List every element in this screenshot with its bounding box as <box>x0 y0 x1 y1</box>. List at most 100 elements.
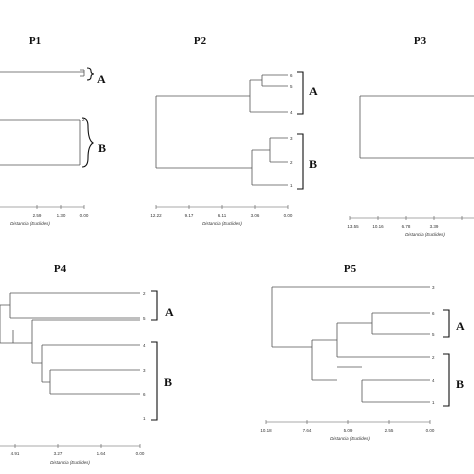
p4-tick: 3.27 <box>54 451 63 456</box>
p4-axis-title: Distancia (Euclides) <box>50 460 90 465</box>
p4-merge-a <box>9 292 140 319</box>
panel-p1-title: P1 <box>29 35 41 47</box>
p2-leaf-label: 6 <box>290 73 293 78</box>
p5-leaf-label: 5 <box>432 332 435 337</box>
p1-x-axis: 2.59 1.30 0.00 Distancia (Euclides) <box>0 205 89 226</box>
panel-p5: P5 3 6 5 2 4 1 A B 10.18 <box>260 263 465 441</box>
p2-tick: 12.22 <box>150 213 162 218</box>
p4-tick: 0.00 <box>136 451 145 456</box>
p2-tick: 0.00 <box>284 213 293 218</box>
p4-group-b-label: B <box>164 375 172 389</box>
p5-axis-title: Distancia (Euclides) <box>330 436 370 441</box>
p5-merge-ab <box>311 339 337 381</box>
p5-root-merge <box>271 286 430 348</box>
p2-merge-b <box>251 149 288 186</box>
p5-group-a-bracket <box>443 309 450 338</box>
p3-tick: 3.39 <box>430 224 439 229</box>
p5-leaf-label: 3 <box>432 285 435 290</box>
p2-tick: 6.11 <box>218 213 227 218</box>
p4-x-axis: 4.91 3.27 1.64 0.00 Distancia (Euclides) <box>0 444 145 465</box>
p1-tick: 1.30 <box>57 213 66 218</box>
p1-tick: 2.59 <box>33 213 42 218</box>
p4-group-b-bracket <box>151 341 158 421</box>
p5-leaf-label: 2 <box>432 355 435 360</box>
p1-tick: 0.00 <box>80 213 89 218</box>
p1-group-a-label: A <box>97 72 106 86</box>
p3-root-merge <box>359 95 474 159</box>
p2-tick: 3.06 <box>251 213 260 218</box>
panel-p4-dendrogram <box>0 292 140 395</box>
p1-axis-title: Distancia (Euclides) <box>10 221 50 226</box>
p4-leaf-label: 2 <box>143 291 146 296</box>
panel-p3-dendrogram <box>359 95 474 159</box>
p2-leaf-label: 5 <box>290 84 293 89</box>
p5-group-a-label: A <box>456 319 465 333</box>
p2-root-merge <box>155 95 252 169</box>
p4-leaf-label: 3 <box>143 368 146 373</box>
p2-leaf-label: 1 <box>290 183 293 188</box>
p2-leaf-label: 3 <box>290 136 293 141</box>
p5-merge-2 <box>336 322 430 358</box>
p5-tick: 0.00 <box>426 428 435 433</box>
p5-x-axis: 10.18 7.64 5.09 2.55 0.00 Distancia (Euc… <box>260 420 435 441</box>
p5-leaf-labels: 3 6 5 2 4 1 <box>432 285 435 405</box>
p5-group-b-bracket <box>443 353 450 407</box>
p2-group-b-bracket <box>297 133 304 190</box>
p5-tick: 2.55 <box>385 428 394 433</box>
p3-tick: 13.55 <box>347 224 359 229</box>
p2-group-b-label: B <box>309 157 317 171</box>
panel-p3-title: P3 <box>414 35 427 47</box>
p2-x-axis: 12.22 9.17 6.11 3.06 0.00 Distancia (Euc… <box>150 205 293 226</box>
p2-group-a-label: A <box>309 84 318 98</box>
p2-tick: 9.17 <box>185 213 194 218</box>
p5-merge-4-1 <box>361 379 430 403</box>
p4-merge-b <box>31 319 140 364</box>
panel-p4-title: P4 <box>54 263 67 275</box>
p2-merge-a <box>249 79 288 113</box>
panel-p5-dendrogram <box>271 286 430 403</box>
p3-tick: 10.16 <box>372 224 384 229</box>
p5-leaf-label: 6 <box>432 311 435 316</box>
p5-leaf-label: 1 <box>432 400 435 405</box>
panel-p3: P3 13.55 10.16 6.78 3.39 Distancia (Eucl… <box>347 35 474 237</box>
p4-leaf-labels: 2 5 4 3 6 1 <box>143 291 146 421</box>
p4-leaf-label: 5 <box>143 316 146 321</box>
p5-merge-6-5 <box>371 312 430 335</box>
p5-leaf-label: 4 <box>432 378 435 383</box>
panel-p2-title: P2 <box>194 35 207 47</box>
p4-tick: 1.64 <box>97 451 106 456</box>
p1-group-a-brace <box>86 67 95 81</box>
p3-tick: 6.78 <box>402 224 411 229</box>
p2-merge-6-5 <box>261 74 288 87</box>
p4-merge-6-1 <box>49 369 140 395</box>
p2-group-a-bracket <box>297 71 304 115</box>
p2-axis-title: Distancia (Euclides) <box>202 221 242 226</box>
p4-merge-3 <box>41 344 140 383</box>
panel-p2-dendrogram <box>155 74 288 186</box>
p5-tick: 10.18 <box>260 428 272 433</box>
p4-leaf-label: 1 <box>143 416 146 421</box>
p4-root-merge <box>0 304 32 344</box>
p4-leaf-label: 6 <box>143 392 146 397</box>
panel-p1-dendrogram: 2 <box>0 69 85 166</box>
panel-p5-title: P5 <box>344 263 357 275</box>
p5-group-b-label: B <box>456 377 464 391</box>
p1-cluster-b-branch <box>0 119 81 166</box>
p4-group-a-bracket <box>151 290 158 321</box>
p5-tick: 5.09 <box>344 428 353 433</box>
panel-p2: P2 6 5 4 3 2 1 A B 12.22 9.17 <box>150 35 318 226</box>
panel-p1: P1 2 A B 2.59 1.30 0.00 Distancia (Eucli… <box>0 35 106 226</box>
p4-leaf-label: 4 <box>143 343 146 348</box>
p5-tick: 7.64 <box>303 428 312 433</box>
p2-leaf-label: 2 <box>290 160 293 165</box>
p2-merge-3-2 <box>269 137 288 163</box>
p2-leaf-labels: 6 5 4 3 2 1 <box>290 73 293 188</box>
panel-p4: P4 2 5 4 3 6 1 A B 4.91 3.27 <box>0 263 174 465</box>
p2-leaf-label: 4 <box>290 110 293 115</box>
p1-group-b-label: B <box>98 141 106 155</box>
p4-tick: 4.91 <box>11 451 20 456</box>
p1-cluster-a-branch <box>0 69 85 77</box>
p1-group-b-brace <box>81 117 95 168</box>
p3-x-axis: 13.55 10.16 6.78 3.39 Distancia (Euclide… <box>347 216 474 237</box>
